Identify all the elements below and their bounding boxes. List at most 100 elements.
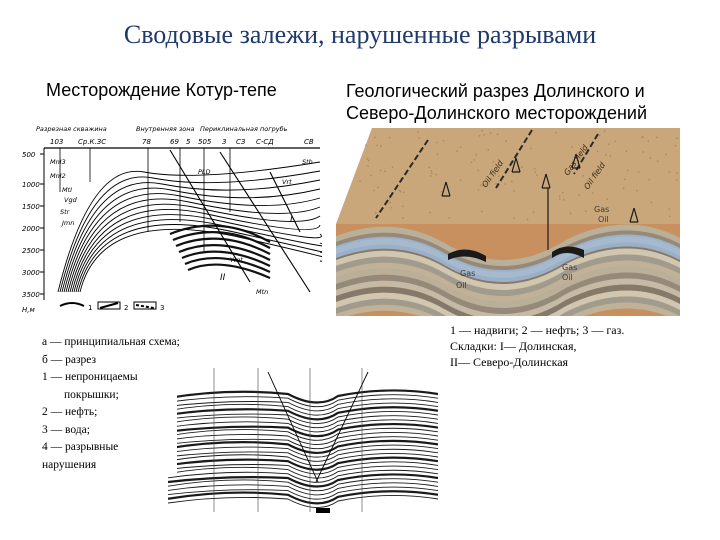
surface-speckle [430, 170, 433, 172]
well-label: 103 [50, 138, 63, 146]
seismic-reflector [168, 452, 438, 466]
seismic-reflector [168, 473, 438, 488]
stratum-line [67, 198, 321, 293]
surface-speckle [578, 194, 581, 196]
seismic-reflector [168, 478, 438, 492]
surface-speckle [496, 133, 499, 136]
surface-speckle [485, 183, 487, 186]
well-label: 3 [222, 138, 226, 146]
surface-speckle [442, 139, 445, 142]
right-subtitle-line-2: Северо-Долинского месторождений [346, 103, 648, 123]
surface-speckle [561, 191, 564, 194]
stratum-label: Mtn [256, 288, 268, 296]
surface-speckle [490, 177, 492, 180]
surface-speckle [489, 132, 492, 135]
surface-speckle [674, 144, 677, 147]
surface-speckle [635, 189, 638, 192]
surface-speckle [435, 141, 438, 144]
legend-line: Складки: I— Долинская, [450, 339, 577, 353]
well-label: Ср.К.ЗС [78, 138, 106, 146]
well-label: С-СД [256, 138, 274, 146]
surface-speckle [676, 172, 678, 174]
surface-speckle [483, 133, 485, 136]
surface-speckle [558, 195, 561, 197]
stratum-band [336, 296, 680, 316]
stratum-label: MtI [62, 186, 72, 194]
depth-tick: 500 [22, 151, 36, 159]
stratum-line [63, 187, 321, 293]
kotur-top-label-2: Внутренняя зона [136, 125, 195, 133]
depth-tick: 2500 [22, 247, 40, 255]
surface-speckle [571, 146, 573, 148]
kotur-top-label-1: Разрезная скважина [36, 125, 107, 133]
surface-speckle [418, 136, 421, 139]
seismic-reflector [168, 402, 438, 416]
surface-speckle [488, 173, 491, 175]
surface-speckle [435, 173, 437, 176]
seismic-reflector [168, 465, 438, 479]
stratum-label: Jmn [60, 219, 74, 227]
left-subtitle: Месторождение Котур-тепе [46, 80, 277, 100]
surface-speckle [532, 211, 535, 214]
depth-tick: 1500 [22, 203, 40, 211]
seismic-reflector [168, 419, 438, 433]
stratum-band [336, 284, 680, 316]
seismic-reflector [168, 398, 438, 412]
surface-speckle [665, 153, 667, 156]
surface-speckle [668, 208, 671, 210]
seismic-reflector [168, 490, 438, 505]
surface-speckle [367, 165, 369, 167]
seismic-reflector [168, 410, 438, 424]
surface-speckle [481, 184, 484, 187]
seismic-reflector [168, 406, 438, 421]
surface-speckle [558, 197, 561, 200]
legend-line: нарушения [42, 458, 97, 471]
surface-speckle [480, 210, 483, 213]
seismic-reflector [168, 448, 438, 462]
surface-speckle [642, 136, 644, 138]
surface-speckle [481, 129, 484, 132]
surface-speckle [596, 150, 599, 153]
seismic-reflector [168, 394, 438, 408]
well-label: СЗ [236, 138, 246, 146]
stratum-band [336, 272, 680, 315]
surface-speckle [604, 154, 607, 156]
surface-speckle [676, 137, 678, 140]
stratum-band [336, 260, 680, 303]
surface-speckle [470, 161, 473, 164]
seismic-reflector [168, 482, 438, 496]
surface-speckle [475, 153, 478, 156]
block-label: Oil [562, 273, 573, 282]
surface-speckle [582, 174, 584, 177]
surface-speckle [533, 167, 536, 170]
surface-speckle [436, 153, 439, 156]
stratum-band [336, 290, 680, 316]
oil-band [187, 263, 271, 280]
legend-line: 1 — непроницаемы [42, 371, 138, 383]
seismic-reflector [168, 469, 438, 483]
surface-speckle [373, 189, 375, 192]
surface-speckle [625, 150, 628, 152]
surface-speckle [391, 166, 394, 168]
surface-speckle [380, 145, 382, 148]
depth-tick: 3000 [22, 269, 40, 277]
surface-speckle [428, 166, 431, 169]
seismic-reflector [168, 415, 438, 429]
kotur-top-label-3: Периклинальная погрубь [200, 125, 288, 133]
surface-speckle [374, 136, 376, 139]
stratum-label: Sth [302, 158, 313, 166]
stratum-line [57, 161, 321, 293]
seismic-reflector [168, 456, 438, 471]
legend-mark-1: 1 [88, 304, 92, 312]
seismic-section-svg [168, 362, 438, 522]
surface-speckle [648, 178, 651, 181]
surface-speckle [388, 136, 391, 139]
block-diagram-svg: Oil field Gas field Oil field Gas Oil Ga… [336, 128, 680, 316]
seismic-section-figure [168, 362, 438, 522]
surface-speckle [401, 205, 404, 208]
seismic-reflector [168, 461, 438, 475]
surface-speckle [477, 189, 480, 191]
stratum-line [79, 228, 322, 293]
legend-line: 4 — разрывные [42, 441, 119, 453]
surface-speckle [569, 212, 572, 215]
